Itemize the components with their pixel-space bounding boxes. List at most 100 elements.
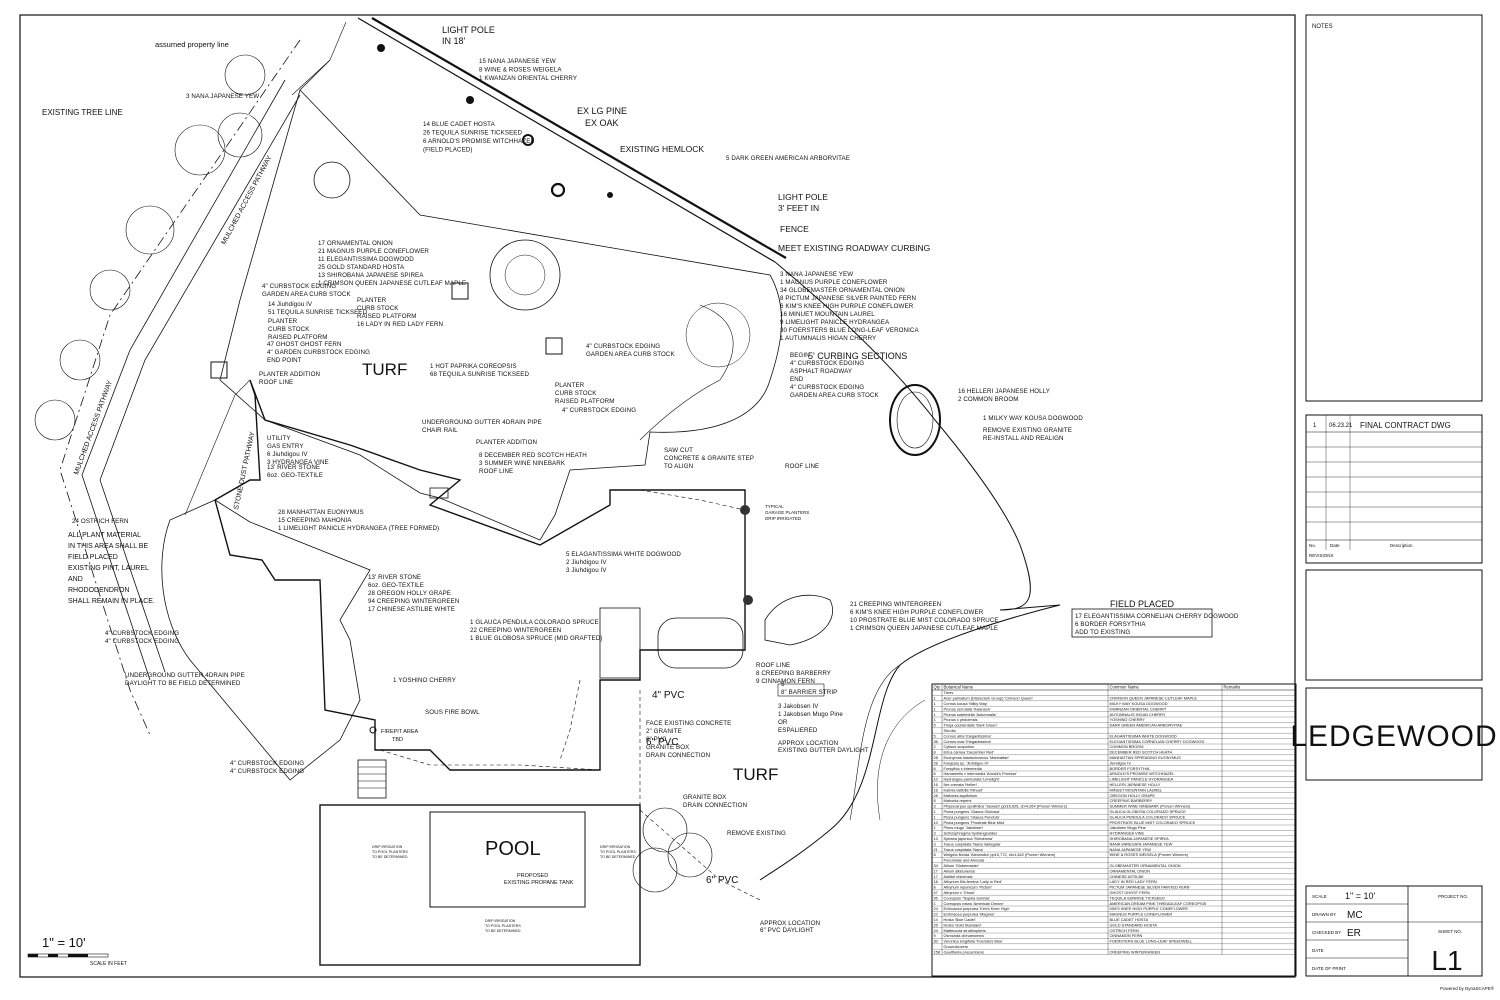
- schedule-cell-r40-c2: Coreopsis rosea 'American Dream': [944, 901, 1004, 906]
- drip-irrigation-3c: TO BE DETERMINED: [485, 929, 521, 933]
- schedule-cell-r45-c2: Matteuccia struthiopteris: [944, 928, 986, 933]
- callout-c22-line-2: CHAIR RAIL: [422, 427, 458, 434]
- callout-c16-line-1: PLANTER: [555, 382, 585, 389]
- ex-oak-label: EX OAK: [585, 118, 619, 128]
- callout-c15-line-2: GARDEN AREA CURB STOCK: [586, 351, 676, 358]
- approx-location-2a: APPROX LOCATION: [760, 920, 820, 927]
- light-pole-2-line-1: LIGHT POLE: [778, 192, 828, 202]
- revision-description: FINAL CONTRACT DWG: [1360, 421, 1451, 430]
- schedule-cell-r21-c1: 8: [934, 798, 936, 803]
- turf-label-2: TURF: [733, 765, 778, 784]
- schedule-cell-r43-c3: BLUE CADET HOSTA: [1110, 917, 1149, 922]
- schedule-cell-r49-c2: Gaultheria procumbens: [944, 949, 984, 954]
- revision-number: 1: [1313, 423, 1317, 429]
- schedule-cell-r43-c1: 14: [934, 917, 939, 922]
- callout-c31-line-2: 6oz. GEO-TEXTILE: [368, 582, 424, 589]
- schedule-cell-r39-c2: Coreopsis 'Tequila Sunrise': [944, 895, 991, 900]
- date-label: DATE: [1312, 948, 1324, 953]
- powered-by: Powered by DynaSCAPE®: [1440, 985, 1495, 991]
- drip-irrigation-2a: DRIP IRRIGATION: [600, 845, 631, 849]
- schedule-cell-r23-c2: Picea pungens 'Glauca Globosa': [944, 809, 1000, 814]
- six-pvc-label-2: 6" PVC: [706, 875, 738, 886]
- schedule-cell-r49-c1: 158: [934, 949, 941, 954]
- schedule-header-4: Remarks: [1224, 685, 1241, 690]
- drawn-value: MC: [1347, 910, 1363, 921]
- callout-c3-line-1: 14 BLUE CADET HOSTA: [423, 121, 496, 128]
- callout-c31-line-1: 13' RIVER STONE: [368, 574, 421, 581]
- schedule-cell-r28-c3: SHIROBANA JAPANESE SPIREA: [1110, 836, 1170, 841]
- callout-c24-line-3: ROOF LINE: [479, 468, 513, 475]
- site-plan: [34, 17, 1297, 977]
- tree-crimson-queen: [489, 239, 561, 311]
- callout-c29-line-1: 28 MANHATTAN EUONYMUS: [278, 509, 364, 516]
- schedule-cell-r35-c3: CHINESE ASTILBE: [1110, 874, 1145, 879]
- callout-c26-line-3: 6 Jiuhdigou IV: [267, 451, 308, 458]
- callout-c18-line-6: GARDEN AREA CURB STOCK: [790, 392, 880, 399]
- typical-garage-3: DRIP IRRIGATED: [765, 516, 802, 521]
- curbstock-bottom-2: 4" CURBSTOCK EDGING: [230, 768, 304, 775]
- proposed-tank-2: EXISTING PROPANE TANK: [504, 880, 574, 886]
- approx-location-2b: 6" PVC DAYLIGHT: [760, 927, 814, 934]
- schedule-cell-r36-c1: 16: [934, 879, 938, 884]
- schedule-cell-r44-c3: GOLD STANDARD HOSTA: [1110, 922, 1158, 927]
- schedule-cell-r9-c3: ELAGANTISSIMA WHITE DOGWOOD: [1110, 733, 1177, 738]
- schedule-cell-r20-c2: Mahonia aquifolium: [944, 793, 978, 798]
- callout-c16-line-3: RAISED PLATFORM: [555, 398, 615, 405]
- schedule-cell-r39-c3: TEQUILA SUNRISE TICKSEED: [1110, 895, 1165, 900]
- callout-c37-line-3: OR: [778, 719, 788, 726]
- schedule-cell-r14-c1: 28: [934, 760, 938, 765]
- sheet-border: [19, 14, 1296, 978]
- callout-c34-line-2: 6 BORDER FORSYTHIA: [1075, 621, 1146, 628]
- typical-garage-2: GARAGE PLANTERS: [765, 510, 809, 515]
- schedule-cell-r12-c2: Erica carnea 'December Red': [944, 750, 995, 755]
- callout-c24-line-2: 3 SUMMER WINE NINEBARK: [479, 460, 566, 467]
- schedule-cell-r38-c2: Athyrium x 'Ghost': [944, 890, 976, 895]
- schedule-cell-r33-c3: GLOBEMASTER ORNAMENTAL ONION: [1110, 863, 1181, 868]
- drawn-label: DRAWN BY: [1312, 912, 1336, 917]
- schedule-cell-r49-c3: CREEPING WINTERGREEN: [1110, 949, 1161, 954]
- callout-c5-line-6: 1 CRIMSON QUEEN JAPANESE CUTLEAF MAPLE: [318, 280, 466, 287]
- callout-c18-line-4: END: [790, 376, 804, 383]
- pathway-label-2: MULCHED ACCESS PATHWAY: [73, 379, 114, 475]
- callout-c32-line-2: 22 CREEPING WINTERGREEN: [470, 627, 561, 634]
- schedule-cell-r37-c1: 8: [934, 885, 936, 890]
- callout-c40-line-1: GRANITE BOX: [683, 794, 726, 801]
- schedule-cell-r18-c2: Ilex crenata 'Helleri': [944, 782, 978, 787]
- schedule-cell-r22-c1: 3: [934, 804, 936, 809]
- revision-header-date: Date: [1330, 543, 1340, 548]
- callout-c12-line-4: 8 PICTUM JAPANESE SILVER PAINTED FERN: [780, 295, 916, 302]
- callout-c5-line-5: 13 SHIROBANA JAPANESE SPIREA: [318, 272, 424, 279]
- schedule-cell-r28-c1: 13: [934, 836, 938, 841]
- callout-c22-line-1: UNDERGROUND GUTTER 4DRAIN PIPE: [422, 419, 542, 426]
- curbstock-bottom-1: 4" CURBSTOCK EDGING: [230, 760, 304, 767]
- revision-header-no: No.: [1309, 543, 1316, 548]
- callout-c19-line-1: 16 HELLERI JAPANESE HOLLY: [958, 388, 1050, 395]
- schedule-cell-r47-c2: Veronica longifolia 'Foersters Blue': [944, 939, 1004, 944]
- schedule-cell-r7-c2: Thuja occidentalis 'Dark Green': [944, 723, 998, 728]
- schedule-cell-r18-c1: 16: [934, 782, 938, 787]
- scale-label: SCALE: [1312, 894, 1327, 899]
- callout-c28-line-1: 24 OSTRICH FERN: [72, 518, 129, 525]
- pathway-label-1: MULCHED ACCESS PATHWAY: [221, 154, 274, 246]
- project-name-box: [1305, 687, 1483, 781]
- schedule-cell-r8-c2: Shrubs: [944, 728, 956, 733]
- scale-value: 1" = 10': [1345, 891, 1375, 901]
- callout-c8-line-2: CURB STOCK: [268, 326, 310, 333]
- schedule-cell-r15-c1: 6: [934, 766, 936, 771]
- callout-c21-line-1: REMOVE EXISTING GRANITE: [983, 427, 1072, 434]
- schedule-cell-r32-c2: Perennials and Annuals: [944, 858, 985, 863]
- callout-c24-line-1: 8 DECEMBER RED SCOTCH HEATH: [479, 452, 587, 459]
- schedule-cell-r14-c2: Forgesia sp. 'Jiuhdigou IV': [944, 760, 990, 765]
- callout-c27-line-2: 6oz. GEO-TEXTILE: [267, 472, 323, 479]
- schedule-cell-r6-c3: YOSHINO CHERRY: [1110, 717, 1146, 722]
- schedule-cell-r26-c3: Jakobsen Mugo Pine: [1110, 825, 1146, 830]
- schedule-cell-r28-c2: Spiraea japonica 'Shirobana': [944, 836, 994, 841]
- schedule-cell-r41-c2: Echinacea purpurea 'Kim's Knee High': [944, 906, 1010, 911]
- all-plant-material-2: IN THIS AREA SHALL BE: [68, 543, 148, 550]
- existing-hemlock-label: EXISTING HEMLOCK: [620, 144, 704, 154]
- firepit-label-2: TBD: [392, 737, 403, 743]
- callout-c12-line-9: 1 AUTUMNALIS HIGAN CHERRY: [780, 335, 876, 342]
- schedule-cell-r23-c1: 1: [934, 809, 936, 814]
- callout-c11-line-3: RAISED PLATFORM: [357, 313, 417, 320]
